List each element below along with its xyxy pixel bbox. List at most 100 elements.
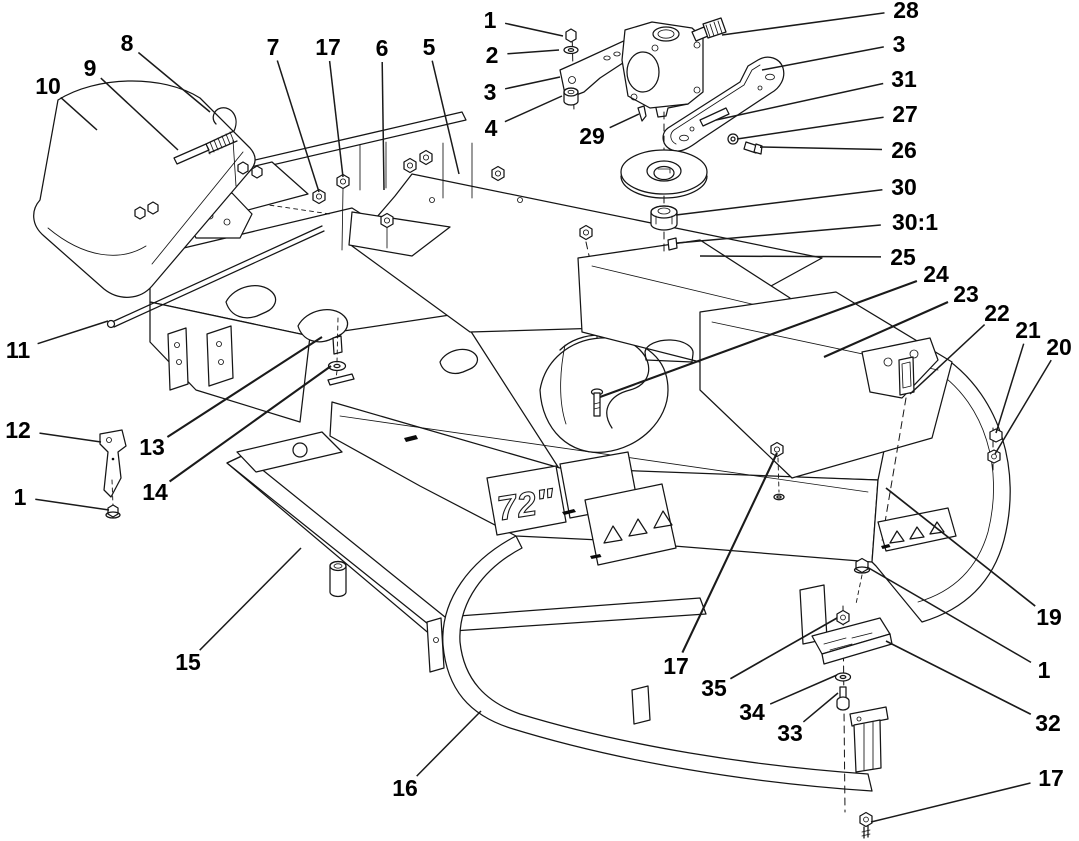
callout-1: 1 — [14, 484, 27, 510]
spring-hook — [212, 107, 237, 132]
callout-14: 14 — [142, 479, 168, 505]
callout-22: 22 — [984, 300, 1010, 326]
gearbox-housing — [621, 21, 704, 118]
leader-line-34 — [769, 674, 838, 705]
plate-bolt — [743, 141, 763, 155]
callout-5: 5 — [423, 34, 436, 60]
deck-top-bolts — [134, 149, 785, 501]
chute-body — [33, 80, 256, 298]
rail-end-bracket — [426, 617, 445, 673]
warning-decal-right — [877, 507, 957, 552]
leader-line-2 — [507, 49, 560, 55]
leader-line-6 — [381, 61, 385, 191]
callout-23: 23 — [953, 281, 979, 307]
lower-bolt-17 — [859, 811, 873, 839]
leader-line-3 — [504, 76, 561, 90]
callout-1: 1 — [1038, 657, 1051, 683]
callout-7: 7 — [267, 34, 280, 60]
right-cover-plate — [699, 291, 1003, 541]
gearbox-pulley — [620, 111, 708, 257]
callout-2: 2 — [486, 42, 499, 68]
leader-line-3 — [761, 46, 884, 71]
hex-bolt — [312, 188, 326, 205]
leader-line-1 — [866, 566, 1032, 664]
leader-line-29 — [609, 113, 640, 129]
callout-15: 15 — [175, 649, 201, 675]
hex-bolt — [403, 157, 417, 174]
warning-decal-left — [584, 483, 677, 566]
callout-8: 8 — [121, 30, 134, 56]
callout-25: 25 — [890, 244, 916, 270]
leader-line-30 — [675, 188, 883, 216]
gearbox-assembly — [559, 17, 785, 155]
callout-20: 20 — [1046, 334, 1072, 360]
leader-line-33 — [802, 692, 839, 723]
spring-coils — [205, 130, 238, 155]
pulley-key — [667, 237, 678, 251]
callout-3: 3 — [893, 31, 906, 57]
callout-9: 9 — [84, 55, 97, 81]
belt-cover-small — [348, 211, 451, 257]
rod-stop-bracket — [99, 429, 127, 519]
callout-11: 11 — [6, 337, 31, 363]
mount-plate-slot — [699, 107, 730, 127]
front-rail — [226, 431, 707, 673]
bumper-clip — [631, 685, 651, 725]
callout-1: 1 — [484, 7, 497, 33]
adjuster-washer — [834, 672, 852, 682]
latch-washer — [327, 360, 347, 372]
leader-line-35 — [729, 617, 838, 680]
callout-24: 24 — [923, 261, 949, 287]
leader-line-21 — [995, 343, 1025, 434]
callout-17: 17 — [315, 34, 341, 60]
callout-30: 30 — [891, 174, 917, 200]
cover-plate-bolt — [579, 224, 593, 241]
callout-21: 21 — [1015, 317, 1041, 343]
callout-32: 32 — [1035, 710, 1061, 736]
discharge-chute — [33, 80, 467, 298]
latch-bar — [327, 373, 355, 386]
spacer — [563, 87, 579, 106]
adjuster-plate — [811, 617, 893, 665]
callout-12: 12 — [5, 417, 31, 443]
long-bolt — [380, 212, 394, 249]
leader-line-12 — [39, 432, 102, 443]
callout-4: 4 — [485, 115, 498, 141]
leader-line-11 — [37, 320, 109, 345]
leader-line-28 — [721, 12, 885, 36]
roll-pin — [637, 105, 647, 122]
leader-line-22 — [909, 324, 986, 395]
baffle-bolt — [590, 388, 604, 417]
adjuster-bolt — [836, 686, 850, 711]
deck-decals: 72″ — [486, 451, 957, 645]
rail-spacer — [329, 560, 347, 598]
callout-31: 31 — [891, 66, 917, 92]
callout-35: 35 — [701, 675, 727, 701]
callout-16: 16 — [392, 775, 418, 801]
leader-line-20 — [994, 359, 1052, 455]
leader-line-17 — [328, 60, 344, 178]
leader-line-9 — [100, 77, 179, 151]
callout-33: 33 — [777, 720, 803, 746]
callout-27: 27 — [892, 101, 918, 127]
leader-line-7 — [276, 60, 320, 193]
flange-nut — [105, 504, 121, 519]
leader-line-1 — [35, 498, 110, 511]
callout-28: 28 — [893, 0, 919, 23]
adjuster-nut — [836, 609, 850, 626]
callout-6: 6 — [376, 35, 389, 61]
deck-size-decal — [486, 465, 567, 536]
flange-nut — [853, 557, 871, 574]
leader-line-23 — [823, 301, 949, 358]
leader-line-31 — [715, 82, 884, 121]
hanger-nut — [989, 428, 1003, 443]
callout-17: 17 — [1038, 765, 1064, 791]
leader-line-14 — [168, 365, 332, 483]
hex-nut — [565, 28, 577, 43]
hex-bolt — [419, 149, 433, 166]
hex-bolt — [491, 165, 505, 182]
chain-bracket — [849, 706, 889, 773]
